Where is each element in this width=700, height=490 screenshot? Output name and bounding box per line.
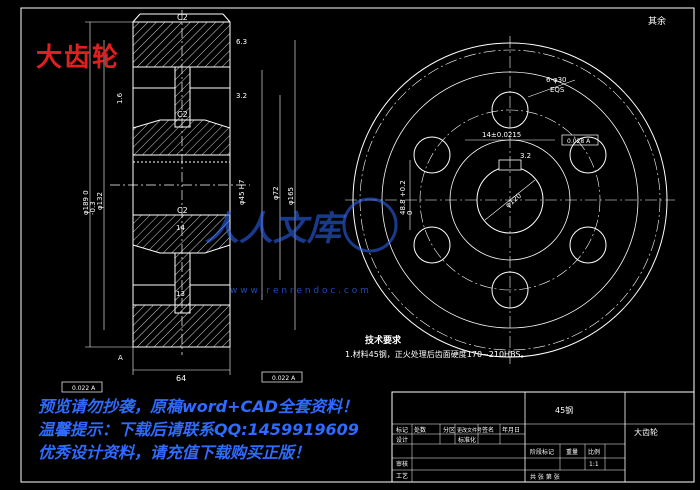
tb-check: 审核 <box>396 460 408 468</box>
dim-keyway-14: 14±0.0215 <box>482 131 521 139</box>
notice-line-2: 温馨提示：下载后请联系QQ:1459919609 <box>38 420 359 439</box>
tb-header-5: 年月日 <box>502 426 520 434</box>
tb-scale-value: 1:1 <box>589 461 599 468</box>
dim-d165: φ165 <box>287 187 295 205</box>
tolerance-frame-key <box>561 134 599 146</box>
roughness-side: 3.2 <box>236 92 247 100</box>
notice-line-3: 优秀设计资料，请充值下载购买正版！ <box>38 443 310 462</box>
title-material: 45钢 <box>555 405 573 415</box>
dim-d45: φ45 H7 <box>238 180 246 205</box>
tb-process: 工艺 <box>396 472 408 480</box>
tb-header-2: 分区 <box>443 426 455 434</box>
tb-header-1: 处数 <box>414 426 426 434</box>
sheet-border <box>20 7 695 483</box>
side-section-view <box>85 10 296 375</box>
tolerance-key-text: 0.028 A <box>567 138 591 145</box>
dim-holes-6: 6-φ30 <box>546 76 567 84</box>
tb-header-4: 签名 <box>482 426 494 434</box>
tb-header-0: 标记 <box>396 426 408 434</box>
tb-sheets: 共 张 第 张 <box>530 473 560 481</box>
title-block <box>391 391 695 483</box>
tolerance-bottom-text: 0.022 A <box>272 375 296 382</box>
site-logo-circle <box>342 197 398 253</box>
dim-width-64: 64 <box>176 374 186 383</box>
tb-scale-label: 比例 <box>588 448 600 456</box>
tolerance-left-text: 0.022 A <box>72 385 96 392</box>
dim-13: 13 <box>176 290 185 298</box>
tb-design: 设计 <box>396 436 408 444</box>
dim-48-8: 48.8 +0.20 <box>399 180 414 215</box>
tech-line-1: 1.材料45钢，正火处理后齿面硬度170~210HBS。 <box>345 349 529 359</box>
dim-eqs: EQS <box>550 86 565 94</box>
notice-line-1: 预览请勿抄袭，原稿word+CAD全套资料！ <box>38 397 358 416</box>
dim-14: 14 <box>176 224 185 232</box>
dim-d189: φ189 0-0.3 <box>82 190 97 215</box>
tolerance-frame-bottom <box>261 371 303 383</box>
tb-stage-label: 阶段标记 <box>530 448 554 456</box>
watermark-title: 大齿轮 <box>36 43 120 73</box>
site-url: w w w . r e n r e n d o c . c o m <box>230 286 369 296</box>
roughness-note-other: 其余 <box>648 15 666 27</box>
tolerance-frame-left <box>61 381 103 393</box>
dim-d72: φ72 <box>272 186 280 200</box>
title-part-name: 大齿轮 <box>634 427 658 437</box>
tb-header-3: 更改文件号 <box>457 427 482 434</box>
dim-c2-top: C2 <box>177 13 188 22</box>
datum-a-label: A <box>118 354 123 362</box>
roughness-top: 6.3 <box>236 38 247 46</box>
dim-pcd: φ120 <box>504 192 523 210</box>
tech-title: 技术要求 <box>365 334 402 346</box>
site-logo-text: 人人文库 <box>205 209 347 249</box>
roughness-left: 1.6 <box>116 92 124 104</box>
tb-weight-label: 重量 <box>566 448 578 456</box>
roughness-front: 3.2 <box>520 152 531 160</box>
front-view <box>345 36 675 364</box>
dim-c2-mid2: C2 <box>177 206 188 215</box>
dim-c2-mid1: C2 <box>177 110 188 119</box>
tb-standard: 标准化 <box>458 436 476 444</box>
dim-d132: φ132 <box>96 192 104 210</box>
